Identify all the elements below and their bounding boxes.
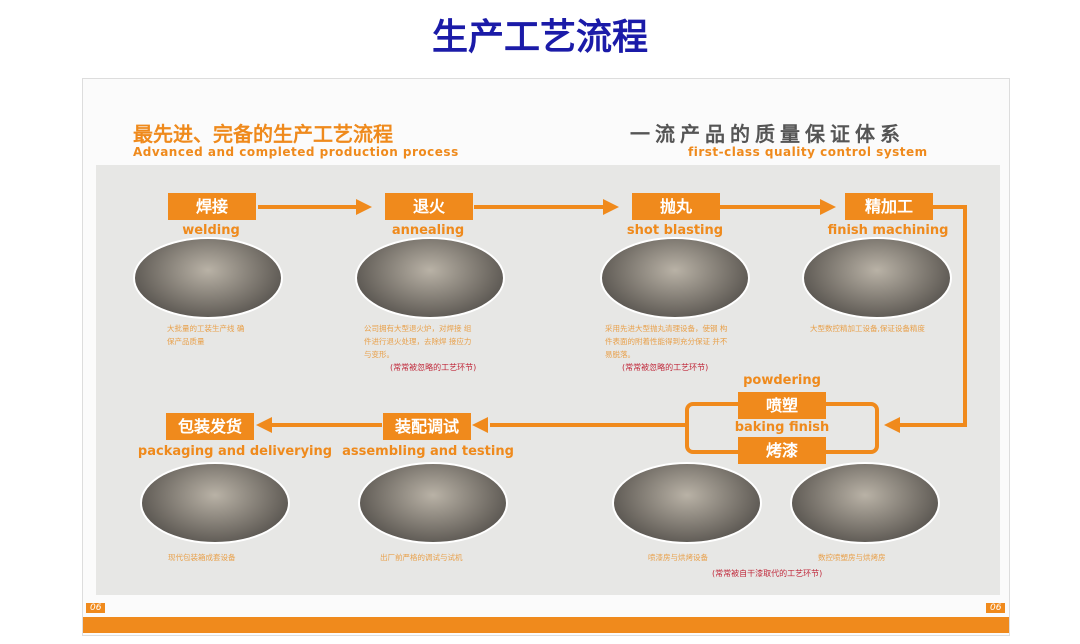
arrow-line: [933, 205, 967, 209]
arrow-line: [272, 423, 382, 427]
step-powdering: 喷塑: [738, 392, 826, 419]
step-baking: 烤漆: [738, 437, 826, 464]
annealing-note: (常常被忽略的工艺环节): [390, 363, 477, 372]
assembling-photo: [358, 462, 508, 544]
baking-note: (常常被自干漆取代的工艺环节): [712, 569, 823, 578]
right-heading-en: first-class quality control system: [688, 145, 928, 159]
step-powdering-en: powdering: [743, 373, 821, 388]
left-heading: 最先进、完备的生产工艺流程: [133, 122, 393, 146]
page-number-left: 06: [86, 603, 106, 613]
arrow-right-icon: [820, 199, 836, 215]
shot-blasting-caption: 采用先进大型抛丸清理设备，使钢 构件表面的附着性能得到充分保证 并不易脱落。: [605, 324, 728, 359]
step-shot-blasting: 抛丸: [632, 193, 720, 220]
step-assembling: 装配调试: [383, 413, 471, 440]
arrow-right-icon: [356, 199, 372, 215]
packaging-photo: [140, 462, 290, 544]
finish-machining-caption: 大型数控精加工设备,保证设备精度: [810, 324, 925, 333]
arrow-line: [900, 423, 967, 427]
arrow-line: [490, 423, 685, 427]
shot-blasting-note: (常常被忽略的工艺环节): [622, 363, 709, 372]
left-heading-en: Advanced and completed production proces…: [133, 145, 459, 159]
welding-photo: [133, 237, 283, 319]
arrow-right-icon: [603, 199, 619, 215]
footer-bar: [83, 617, 1009, 633]
step-finish-machining-en: finish machining: [827, 223, 949, 238]
arrow-line: [474, 205, 604, 209]
right-heading: 一流产品的质量保证体系: [630, 122, 905, 146]
step-packaging: 包装发货: [166, 413, 254, 440]
baking-photo: [790, 462, 940, 544]
welding-caption: 大批量的工装生产线 确保产品质量: [167, 324, 245, 346]
arrow-line: [720, 205, 820, 209]
step-welding: 焊接: [168, 193, 256, 220]
step-annealing: 退火: [385, 193, 473, 220]
arrow-line: [258, 205, 358, 209]
arrow-line: [963, 205, 967, 427]
arrow-left-icon: [884, 417, 900, 433]
arrow-left-icon: [472, 417, 488, 433]
step-welding-en: welding: [182, 223, 240, 238]
step-finish-machining: 精加工: [845, 193, 933, 220]
step-baking-en: baking finish: [722, 420, 842, 435]
annealing-caption: 公司拥有大型退火炉，对焊接 组件进行退火处理，去除焊 接应力与变形。: [364, 324, 472, 359]
step-packaging-en: packaging and deliverying: [137, 444, 333, 459]
annealing-photo: [355, 237, 505, 319]
page-number-right: 06: [986, 603, 1006, 613]
assembling-caption: 出厂前严格的调试与试机: [380, 553, 463, 562]
powdering-caption: 喷漆房与烘烤设备: [648, 553, 708, 562]
step-assembling-en: assembling and testing: [342, 444, 514, 459]
step-annealing-en: annealing: [391, 223, 465, 238]
step-shot-blasting-en: shot blasting: [626, 223, 724, 238]
powdering-photo: [612, 462, 762, 544]
page-title: 生产工艺流程: [431, 16, 648, 58]
baking-caption: 数控喷塑房与烘烤房: [818, 553, 886, 562]
finish-machining-photo: [802, 237, 952, 319]
arrow-left-icon: [256, 417, 272, 433]
packaging-caption: 现代包装箱成套设备: [168, 553, 236, 562]
shot-blasting-photo: [600, 237, 750, 319]
